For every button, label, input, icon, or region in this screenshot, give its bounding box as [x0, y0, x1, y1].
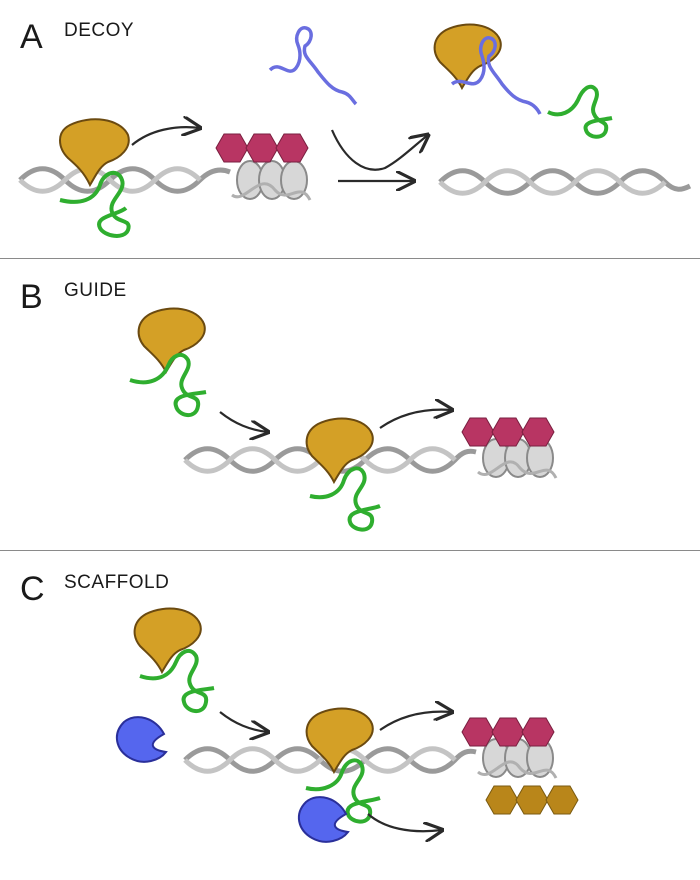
panel-scaffold: C SCAFFOLD [0, 552, 700, 880]
decoy-rna-blue [268, 26, 358, 106]
scaffold-diagram [115, 607, 579, 843]
arrow [219, 711, 268, 732]
nucleosomes [477, 438, 558, 479]
panel-letter: C [20, 570, 45, 608]
arrow [379, 410, 452, 429]
decoy-diagram [18, 23, 692, 238]
lncrna-green [139, 648, 215, 713]
panel-title: SCAFFOLD [64, 572, 170, 593]
panel-decoy: A DECOY [0, 0, 700, 258]
lncrna-green [547, 84, 613, 139]
chromatin-protein [133, 607, 202, 675]
guide-diagram [129, 307, 558, 532]
panel-divider [0, 550, 700, 551]
chromatin-protein [305, 417, 374, 485]
arrow [367, 813, 442, 831]
arrow [131, 127, 200, 146]
panel-divider [0, 258, 700, 259]
panel-letter: A [20, 18, 43, 56]
panel-title: GUIDE [64, 280, 127, 301]
chromatin-protein [305, 707, 374, 775]
lncrna-green [305, 758, 381, 824]
lncrna-green [309, 466, 381, 532]
panel-guide: B GUIDE [0, 260, 700, 550]
arrow [379, 712, 452, 731]
panel-title: DECOY [64, 20, 135, 41]
arrow [219, 411, 268, 432]
histone-marks-brown [485, 785, 579, 815]
nucleosomes [231, 160, 312, 201]
chromatin-protein [59, 118, 130, 188]
dna-helix [438, 168, 692, 196]
histone-marks-red [461, 417, 555, 447]
arrow [330, 129, 428, 171]
histone-marks-red [215, 133, 309, 163]
partner-protein-blue [115, 716, 168, 763]
partner-protein-blue [297, 796, 350, 843]
panel-letter: B [20, 278, 43, 316]
decoy-rna-blue [450, 36, 542, 115]
lncrna-green [129, 352, 207, 417]
lncrna-green [59, 170, 131, 238]
dna-helix [18, 166, 231, 194]
histone-marks-red [461, 717, 555, 747]
